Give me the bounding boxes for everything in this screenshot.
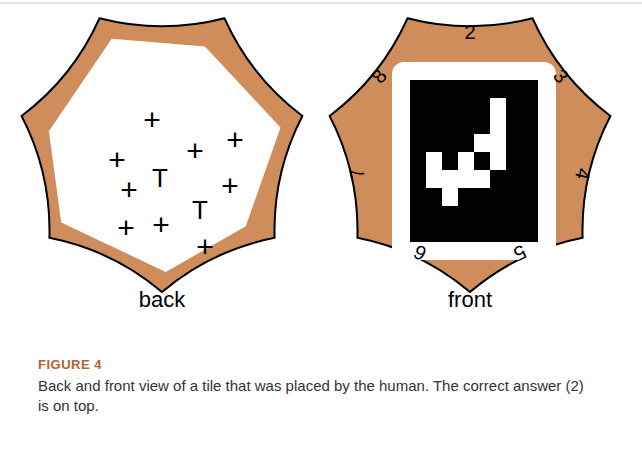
tile-label: front xyxy=(448,289,492,311)
back-symbol: + xyxy=(143,105,161,135)
tile-shape xyxy=(308,0,632,320)
marker-border xyxy=(392,62,556,260)
back-symbol: + xyxy=(221,171,239,201)
back-symbol: + xyxy=(226,125,244,155)
marker-cell xyxy=(442,188,458,206)
heptagon-tile xyxy=(22,18,303,292)
marker-cell xyxy=(490,116,506,134)
heptagon-tile xyxy=(330,18,611,292)
back-symbol: + xyxy=(117,213,135,243)
tile-label: back xyxy=(139,289,185,311)
marker-cell xyxy=(474,134,490,152)
back-symbol: + xyxy=(120,175,138,205)
back-symbol: + xyxy=(152,210,170,240)
marker-cell xyxy=(426,170,442,188)
back-symbol: T xyxy=(152,165,168,191)
tile-shape xyxy=(0,0,324,320)
marker-cell xyxy=(458,170,474,188)
back-symbol: + xyxy=(186,136,204,166)
marker-cell xyxy=(442,170,458,188)
marker-cell xyxy=(426,152,442,170)
marker-cell xyxy=(490,134,506,152)
marker-cell xyxy=(490,152,506,170)
back-symbol: + xyxy=(108,145,126,175)
marker-cell xyxy=(474,170,490,188)
side-number: 2 xyxy=(464,22,475,42)
back-symbol: T xyxy=(192,197,208,223)
figure-caption: Back and front view of a tile that was p… xyxy=(38,376,598,416)
white-field xyxy=(49,39,281,272)
tile-back: back++++T++T+++ xyxy=(0,0,324,320)
marker-cell xyxy=(490,98,506,116)
figure-number: FIGURE 4 xyxy=(38,357,102,372)
rule-line xyxy=(0,3,642,4)
back-symbol: + xyxy=(196,232,214,262)
aruco-marker xyxy=(410,80,538,242)
tile-front: front2345678 xyxy=(308,0,632,320)
marker-cell xyxy=(458,152,474,170)
